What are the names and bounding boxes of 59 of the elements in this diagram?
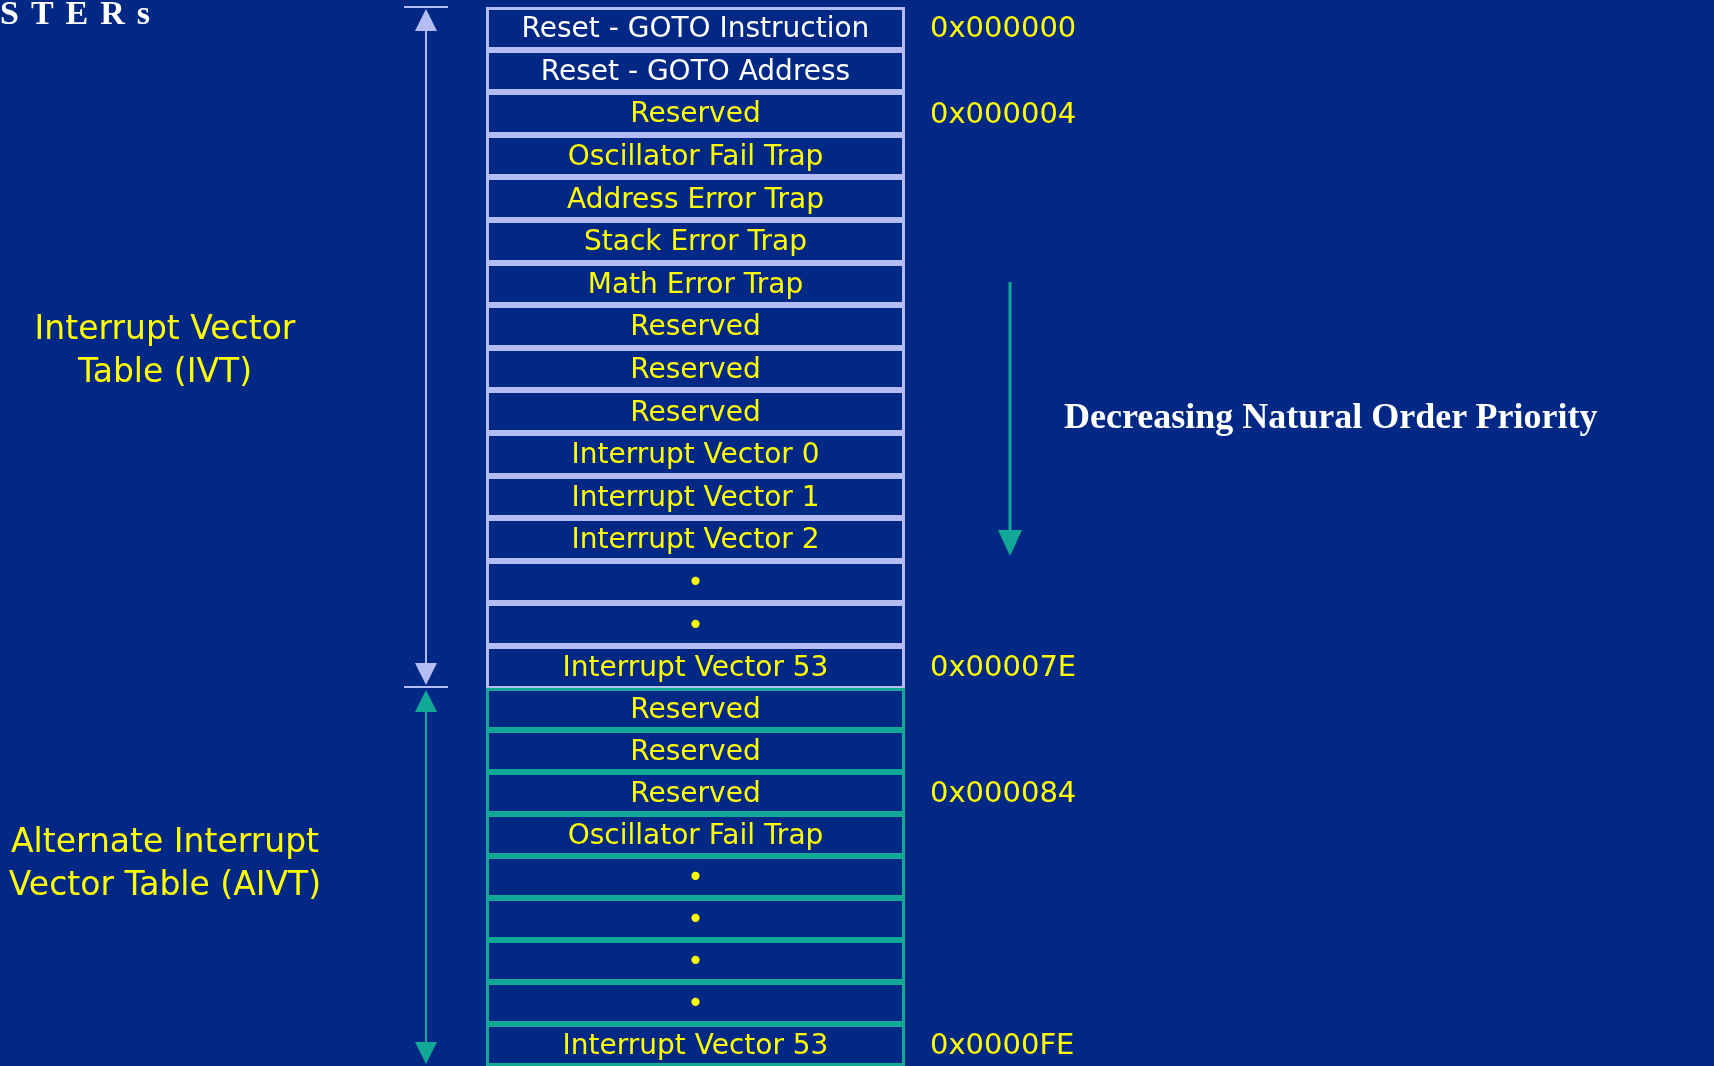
- row-text: •: [687, 947, 704, 975]
- row-text: Interrupt Vector 53: [562, 1031, 829, 1059]
- vector-table-row: [486, 49, 905, 93]
- address-label: 0x0000FE: [930, 1030, 1075, 1059]
- row-text: Interrupt Vector 2: [571, 525, 820, 554]
- vector-table-row: [486, 730, 905, 772]
- row-text: Reserved: [630, 737, 761, 765]
- row-text: Reset - GOTO Address: [540, 56, 851, 85]
- vector-table-row: [486, 347, 905, 391]
- vector-table-row: [486, 646, 905, 689]
- vector-table-row: [486, 603, 905, 646]
- vector-table-row: [486, 856, 905, 898]
- vector-table-row: [486, 220, 905, 263]
- row-text: Reserved: [630, 695, 761, 723]
- address-label: 0x000084: [930, 778, 1077, 807]
- row-text: Reserved: [630, 397, 761, 426]
- row-text: •: [687, 863, 704, 891]
- address-label: 0x00007E: [930, 652, 1077, 682]
- vector-table-row: [486, 433, 905, 476]
- vector-table-row: [486, 92, 905, 135]
- vector-table-row: [486, 1024, 905, 1066]
- vector-table-row: [486, 475, 905, 519]
- vector-table-row: [486, 688, 905, 730]
- address-label: 0x000004: [930, 98, 1077, 128]
- row-text: Interrupt Vector 53: [562, 653, 829, 682]
- vector-table-row: [486, 898, 905, 940]
- address-label: 0x000000: [930, 13, 1077, 43]
- table-range-label: Interrupt Vector Table (IVT): [33, 307, 297, 392]
- row-text: Interrupt Vector 1: [571, 482, 820, 511]
- vector-table-row: [486, 390, 905, 433]
- row-text: •: [687, 568, 704, 597]
- row-text: Reserved: [630, 312, 761, 341]
- row-text: Oscillator Fail Trap: [567, 821, 824, 849]
- row-text: Reserved: [630, 779, 761, 807]
- vector-table-row: [486, 7, 905, 50]
- vector-table-row: [486, 262, 905, 306]
- vector-table-row: [486, 940, 905, 982]
- vector-table-row: [486, 982, 905, 1024]
- row-text: •: [687, 905, 704, 933]
- priority-label: Decreasing Natural Order Priority: [1064, 398, 1598, 434]
- row-text: •: [687, 989, 704, 1017]
- row-text: Math Error Trap: [587, 269, 804, 298]
- row-text: Interrupt Vector 0: [571, 440, 820, 469]
- row-text: Reset - GOTO Instruction: [521, 14, 870, 43]
- vector-table-row: [486, 560, 905, 604]
- row-text: Address Error Trap: [567, 184, 824, 213]
- vector-table-row: [486, 772, 905, 814]
- vector-table-row: [486, 305, 905, 348]
- vector-table-row: [486, 518, 905, 561]
- row-text: Reserved: [630, 355, 761, 384]
- vector-table-row: [486, 134, 905, 178]
- row-text: Oscillator Fail Trap: [567, 142, 824, 171]
- row-text: Stack Error Trap: [584, 227, 807, 256]
- vector-table-row: [486, 177, 905, 220]
- heading-fragment: STERs: [0, 0, 163, 30]
- vector-table-row: [486, 814, 905, 856]
- row-text: •: [687, 610, 704, 639]
- row-text: Reserved: [630, 99, 761, 128]
- table-range-label: Alternate Interrupt Vector Table (AIVT): [7, 820, 323, 905]
